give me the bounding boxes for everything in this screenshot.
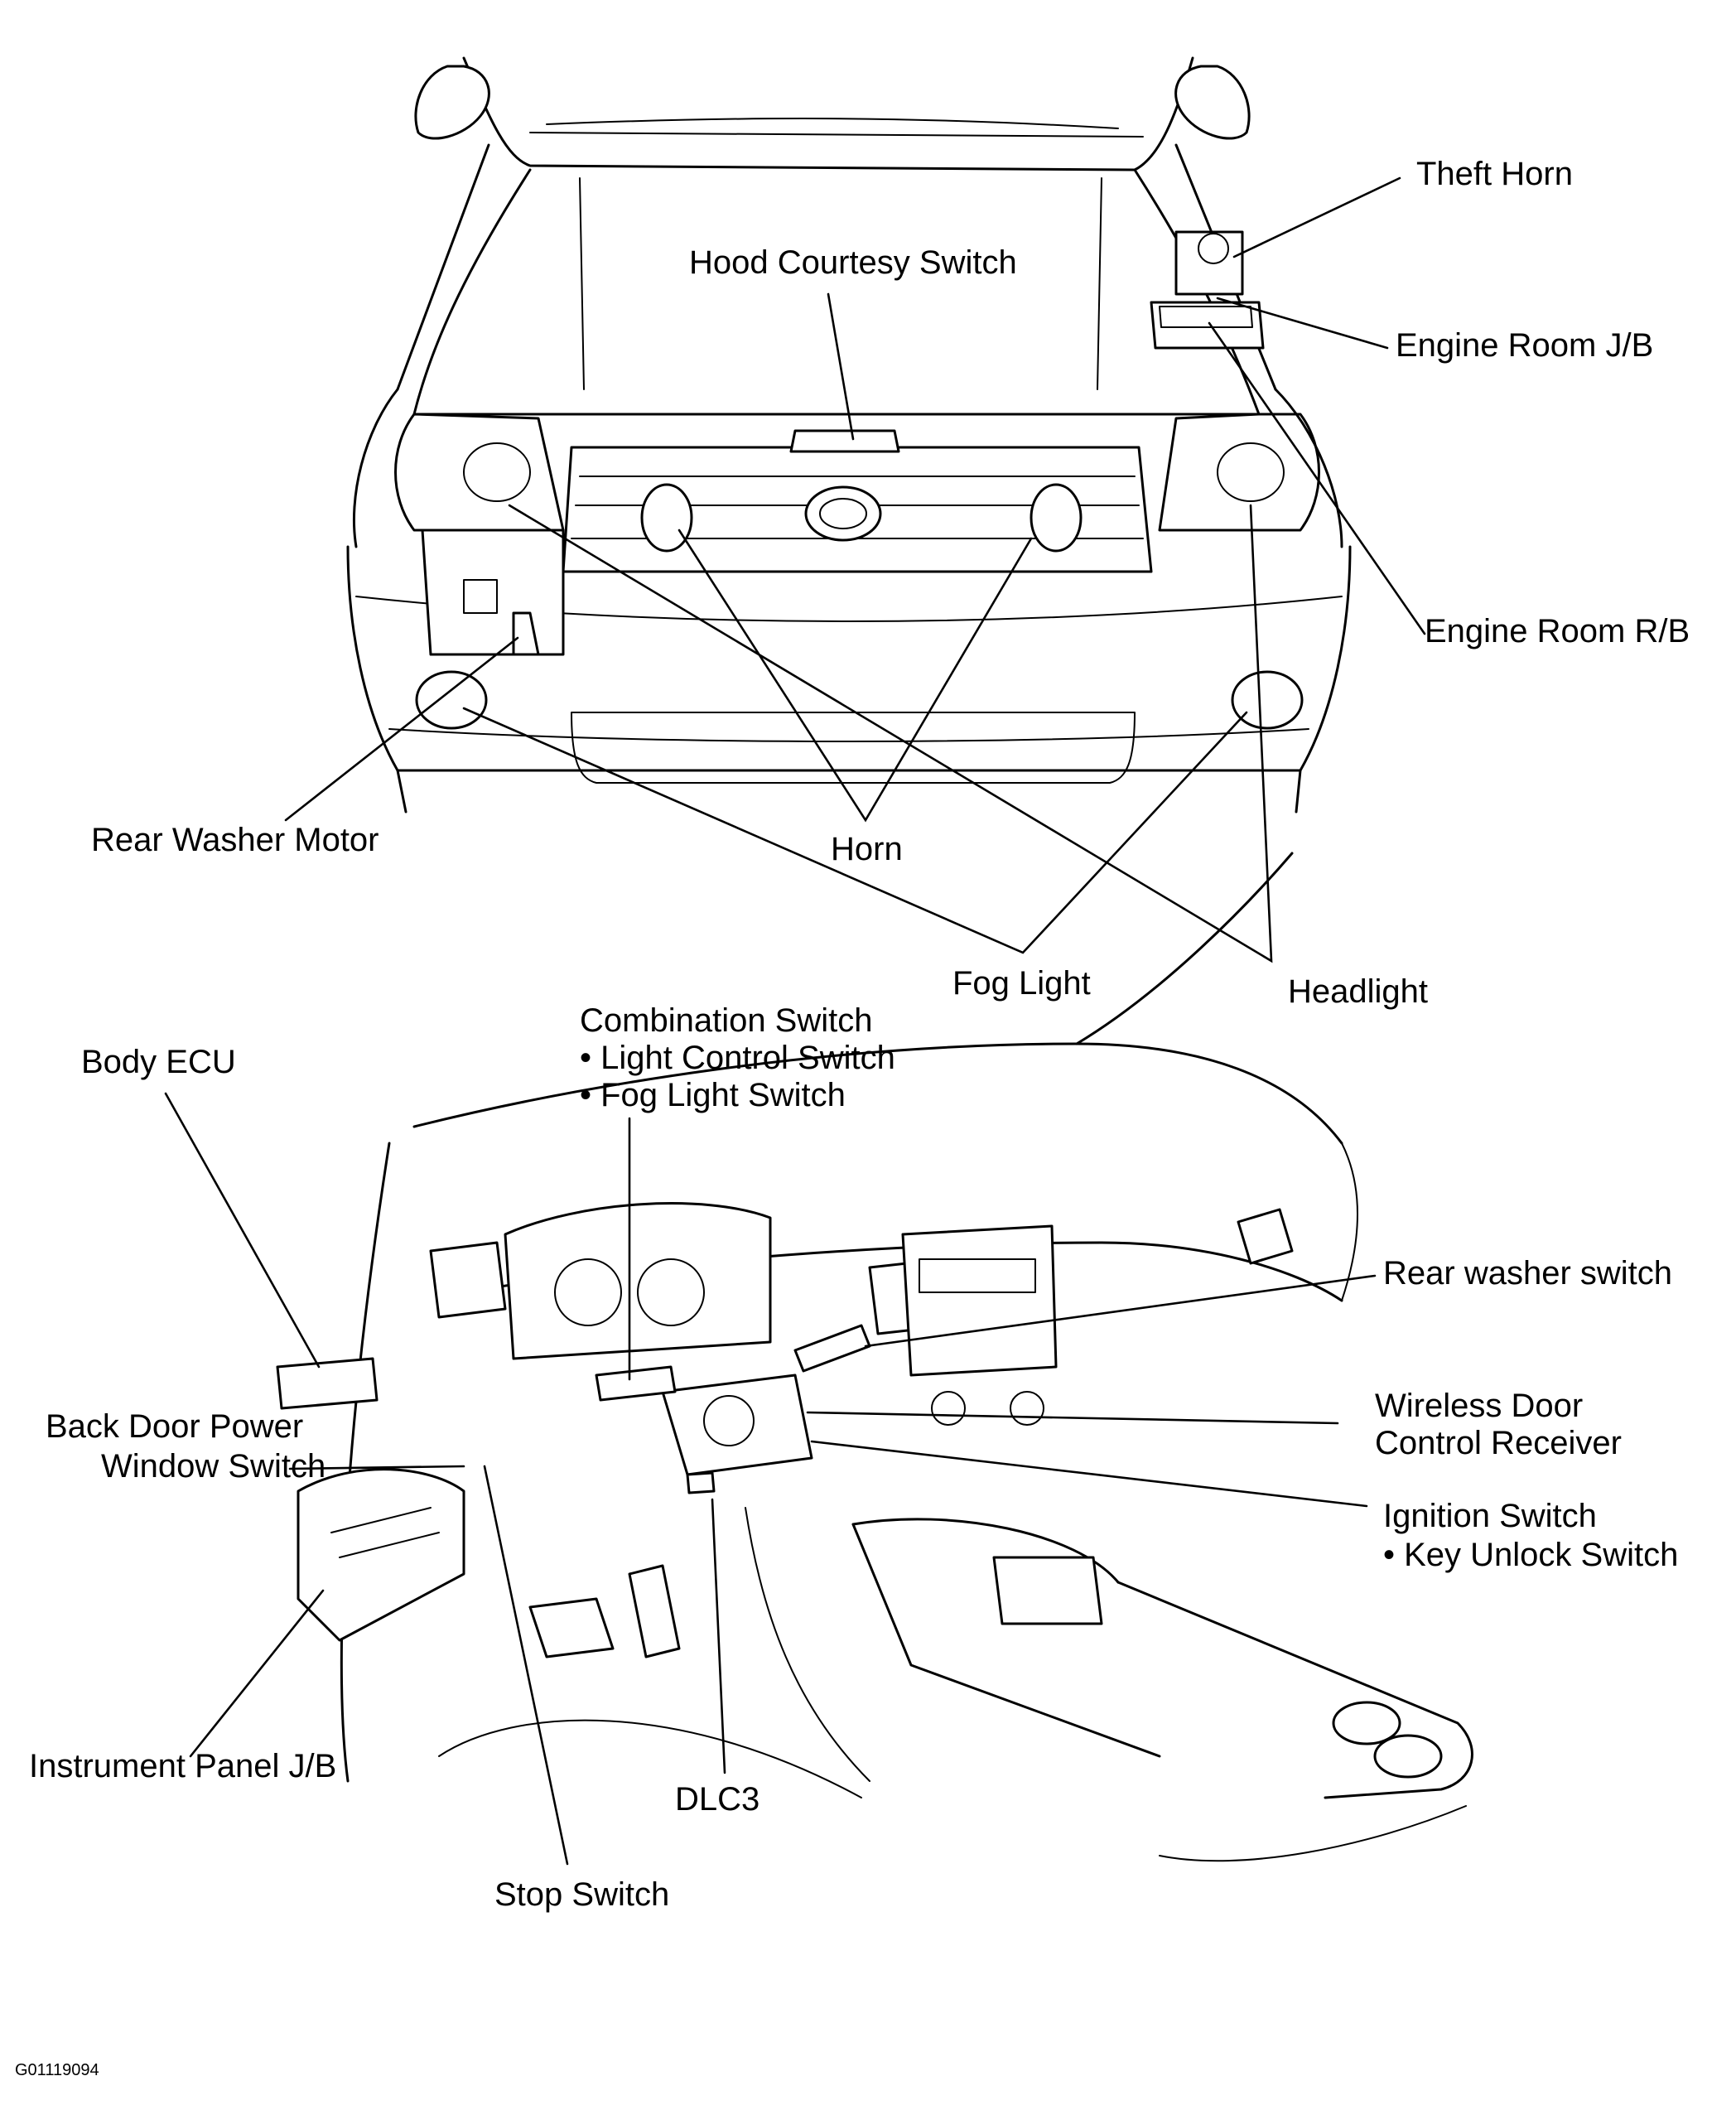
label-fog-light: Fog Light: [952, 965, 1091, 1002]
label-hood-courtesy-switch: Hood Courtesy Switch: [689, 244, 1017, 281]
label-back-door-line2: Window Switch: [101, 1448, 326, 1485]
label-horn: Horn: [831, 831, 903, 867]
label-instrument-panel-jb: Instrument Panel J/B: [29, 1748, 336, 1784]
label-fog-light-switch: • Fog Light Switch: [580, 1077, 846, 1113]
label-ignition-switch: Ignition Switch: [1383, 1498, 1597, 1534]
label-engine-room-jb: Engine Room J/B: [1396, 327, 1653, 364]
label-wireless-door-line1: Wireless Door: [1375, 1388, 1583, 1424]
dashboard-illustration: [276, 852, 1473, 1862]
label-back-door-line1: Back Door Power: [46, 1408, 303, 1445]
label-light-control-switch: • Light Control Switch: [580, 1040, 895, 1076]
label-combination-switch: Combination Switch: [580, 1002, 873, 1039]
label-rear-washer-motor: Rear Washer Motor: [91, 822, 379, 858]
leader-lines: [164, 176, 1426, 1866]
label-theft-horn: Theft Horn: [1416, 156, 1573, 192]
label-wireless-door-line2: Control Receiver: [1375, 1425, 1622, 1461]
callout-labels: Theft Horn Hood Courtesy Switch Engine R…: [15, 156, 1690, 2079]
vehicle-front-illustration: [346, 56, 1352, 814]
label-dlc3: DLC3: [675, 1781, 760, 1818]
label-engine-room-rb: Engine Room R/B: [1425, 613, 1690, 649]
figure-code: G01119094: [15, 2061, 99, 2079]
label-rear-washer-switch: Rear washer switch: [1383, 1255, 1672, 1291]
label-body-ecu: Body ECU: [81, 1044, 236, 1080]
label-key-unlock-switch: • Key Unlock Switch: [1383, 1537, 1678, 1573]
label-stop-switch: Stop Switch: [494, 1876, 669, 1913]
label-headlight: Headlight: [1288, 973, 1428, 1010]
